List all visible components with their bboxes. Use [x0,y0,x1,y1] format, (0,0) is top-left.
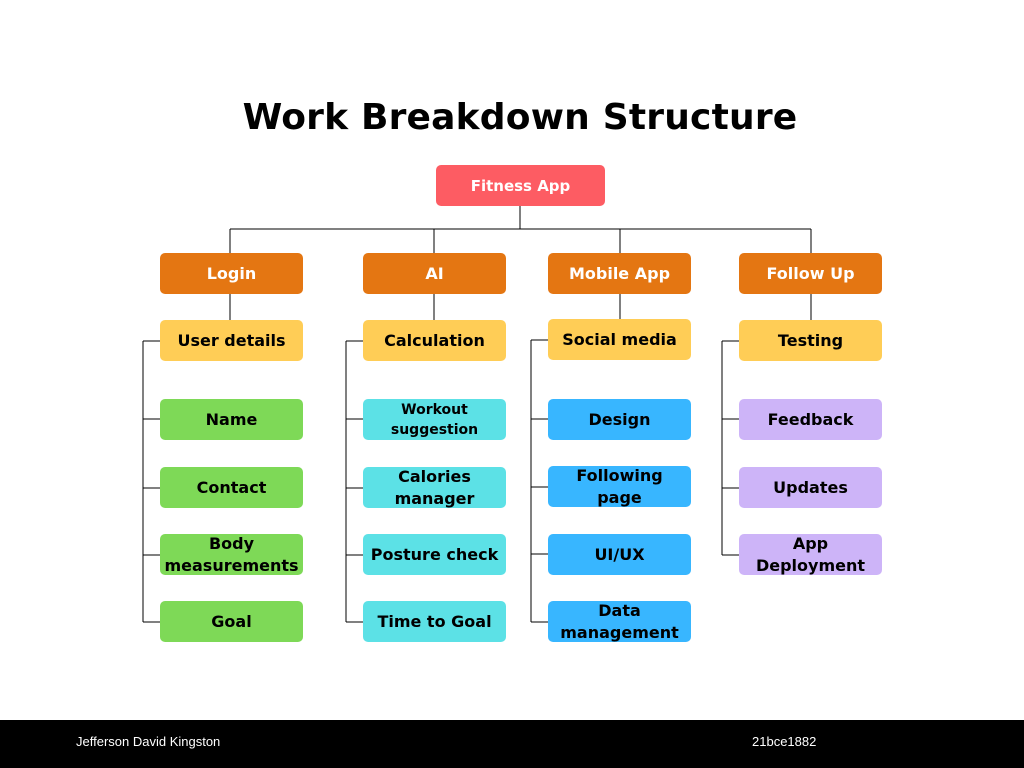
leaf-node-feedback[interactable]: Feedback [739,399,882,440]
leaf-node-design[interactable]: Design [548,399,691,440]
header-label: Follow Up [766,263,855,283]
leaf-label: Calories manager [394,466,475,508]
root-label: Fitness App [470,176,571,195]
header-node-ai[interactable]: AI [363,253,506,294]
leaf-label: Contact [196,477,267,497]
sub-label: User details [177,330,286,350]
sub-label: Social media [562,329,677,349]
leaf-label: Name [205,409,258,429]
leaf-node-app-deployment[interactable]: App Deployment [739,534,882,575]
leaf-label: UI/UX [594,544,645,564]
leaf-label: Posture check [370,544,499,564]
leaf-label: Workout suggestion [390,401,479,438]
header-node-mobile-app[interactable]: Mobile App [548,253,691,294]
leaf-label: Design [588,409,651,429]
root-node[interactable]: Fitness App [436,165,605,206]
author-name: Jefferson David Kingston [76,734,221,749]
header-node-follow-up[interactable]: Follow Up [739,253,882,294]
leaf-node-data-management[interactable]: Data management [548,601,691,642]
sub-node-testing[interactable]: Testing [739,320,882,361]
header-label: AI [425,263,444,283]
header-label: Mobile App [568,263,671,283]
leaf-node-calories-manager[interactable]: Calories manager [363,467,506,508]
sub-node-social-media[interactable]: Social media [548,319,691,360]
header-node-login[interactable]: Login [160,253,303,294]
leaf-node-workout-suggestion[interactable]: Workout suggestion [363,399,506,440]
sub-node-user-details[interactable]: User details [160,320,303,361]
sub-label: Testing [777,330,844,350]
leaf-node-ui-ux[interactable]: UI/UX [548,534,691,575]
leaf-node-posture-check[interactable]: Posture check [363,534,506,575]
leaf-node-contact[interactable]: Contact [160,467,303,508]
leaf-label: Time to Goal [377,611,492,631]
leaf-node-body-measurements[interactable]: Body measurements [160,534,303,575]
header-label: Login [206,263,257,283]
leaf-node-name[interactable]: Name [160,399,303,440]
leaf-label: Following page [576,465,663,507]
leaf-node-goal[interactable]: Goal [160,601,303,642]
leaf-node-updates[interactable]: Updates [739,467,882,508]
leaf-label: Feedback [767,409,854,429]
footer-bar: Jefferson David Kingston 21bce1882 [0,720,1024,768]
leaf-label: App Deployment [755,533,866,575]
diagram-title: Work Breakdown Structure [242,97,798,138]
student-id: 21bce1882 [752,734,817,749]
leaf-label: Data management [560,600,679,642]
leaf-node-following-page[interactable]: Following page [548,466,691,507]
sub-node-calculation[interactable]: Calculation [363,320,506,361]
leaf-label: Goal [211,611,252,631]
leaf-label: Updates [773,477,848,497]
leaf-label: Body measurements [164,533,299,575]
sub-label: Calculation [384,330,485,350]
leaf-node-time-to-goal[interactable]: Time to Goal [363,601,506,642]
